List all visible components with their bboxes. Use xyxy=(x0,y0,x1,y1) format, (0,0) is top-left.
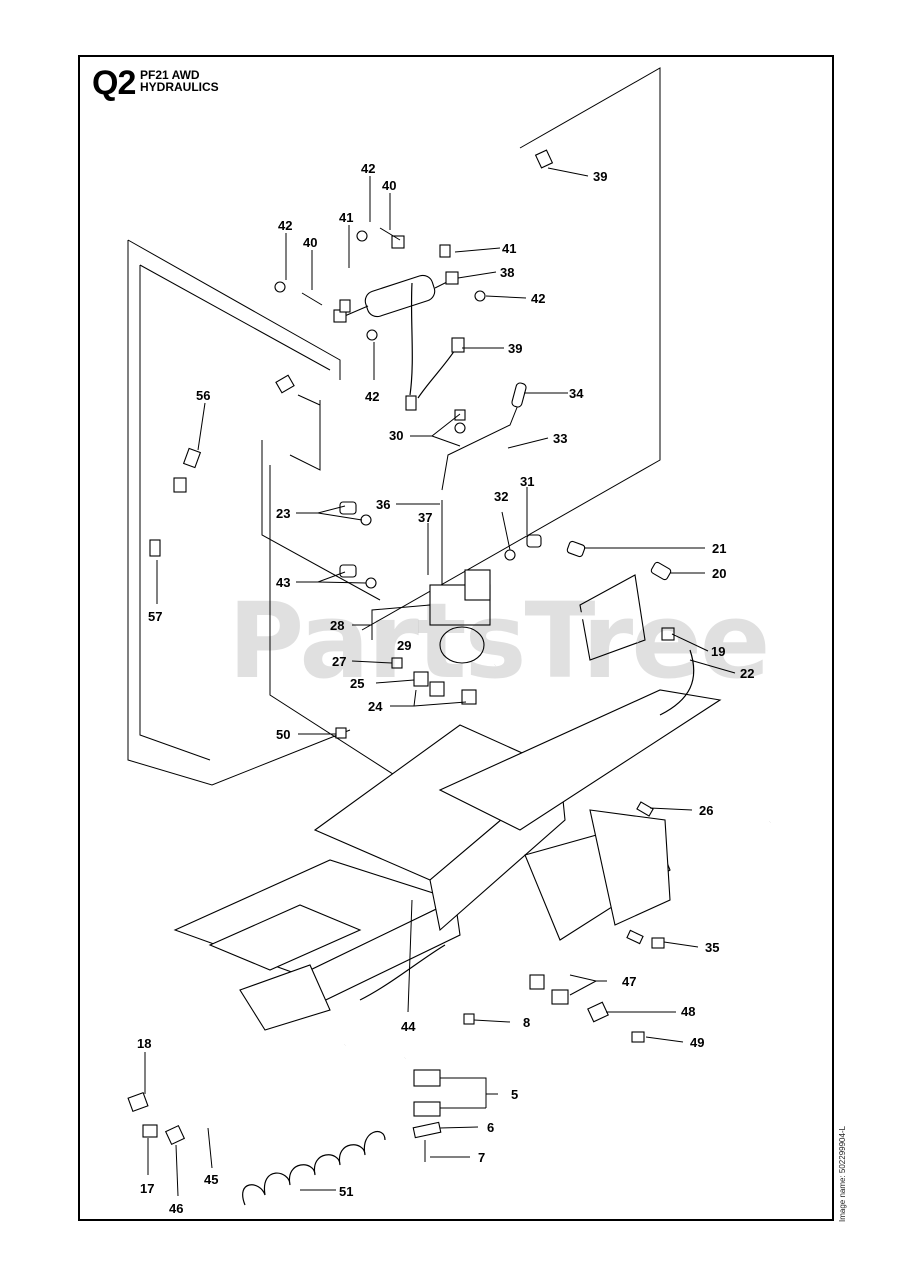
callout-47: 47 xyxy=(622,974,636,989)
tractor-frame xyxy=(173,574,722,1031)
callout-42-right: 42 xyxy=(531,291,545,306)
callout-17: 17 xyxy=(140,1181,154,1196)
callout-25: 25 xyxy=(350,676,364,691)
callout-19: 19 xyxy=(711,644,725,659)
callout-27: 27 xyxy=(332,654,346,669)
callout-41-upper: 41 xyxy=(502,241,516,256)
callout-56: 56 xyxy=(196,388,210,403)
callout-24: 24 xyxy=(368,699,383,714)
callout-29: 29 xyxy=(397,638,411,653)
callout-26: 26 xyxy=(699,803,713,818)
callout-30: 30 xyxy=(389,428,403,443)
callout-46: 46 xyxy=(169,1201,183,1216)
callout-34: 34 xyxy=(569,386,584,401)
callout-41-lower: 41 xyxy=(339,210,353,225)
rear-handle xyxy=(492,612,824,824)
callout-38: 38 xyxy=(500,265,514,280)
callout-45: 45 xyxy=(204,1172,218,1187)
callout-39-lower: 39 xyxy=(508,341,522,356)
callout-42-left: 42 xyxy=(278,218,292,233)
callout-5: 5 xyxy=(511,1087,518,1102)
hydraulic-hoses xyxy=(138,164,695,1142)
callout-43: 43 xyxy=(276,575,290,590)
callout-7: 7 xyxy=(478,1150,485,1165)
callout-40-lower: 40 xyxy=(303,235,317,250)
page-code: Q2 xyxy=(92,64,136,102)
image-name-label: Image name: 502299904-L xyxy=(838,1125,847,1222)
callout-18: 18 xyxy=(137,1036,151,1051)
callout-21: 21 xyxy=(712,541,726,556)
coil-spring xyxy=(242,1131,386,1206)
callout-32: 32 xyxy=(494,489,508,504)
section-title: HYDRAULICS xyxy=(140,80,219,94)
callout-22: 22 xyxy=(740,666,754,681)
callout-51: 51 xyxy=(339,1184,353,1199)
callout-44: 44 xyxy=(401,1019,416,1034)
callout-6: 6 xyxy=(487,1120,494,1135)
callout-23: 23 xyxy=(276,506,290,521)
watermark: PartsTree xyxy=(228,580,770,702)
callout-42-bottom: 42 xyxy=(365,389,379,404)
callout-39-upper: 39 xyxy=(593,169,607,184)
callout-50: 50 xyxy=(276,727,290,742)
callout-49: 49 xyxy=(690,1035,704,1050)
callout-37: 37 xyxy=(418,510,432,525)
callout-42-top: 42 xyxy=(361,161,375,176)
diagram-frame xyxy=(78,55,834,1221)
callout-20: 20 xyxy=(712,566,726,581)
model-name: PF21 AWD xyxy=(140,68,200,82)
callout-40-upper: 40 xyxy=(382,178,396,193)
hydraulic-cylinder xyxy=(333,271,459,323)
callout-35: 35 xyxy=(705,940,719,955)
callout-28: 28 xyxy=(330,618,344,633)
fittings xyxy=(127,149,675,1162)
callout-36: 36 xyxy=(376,497,390,512)
callout-31: 31 xyxy=(520,474,534,489)
leader-lines xyxy=(144,167,736,1197)
callout-33: 33 xyxy=(553,431,567,446)
callout-8: 8 xyxy=(523,1015,530,1030)
callout-57: 57 xyxy=(148,609,162,624)
group-outline-lines xyxy=(127,67,661,831)
callout-48: 48 xyxy=(681,1004,695,1019)
callout-labels: 5 6 7 8 17 18 19 20 21 22 23 24 25 26 27… xyxy=(137,161,754,1216)
